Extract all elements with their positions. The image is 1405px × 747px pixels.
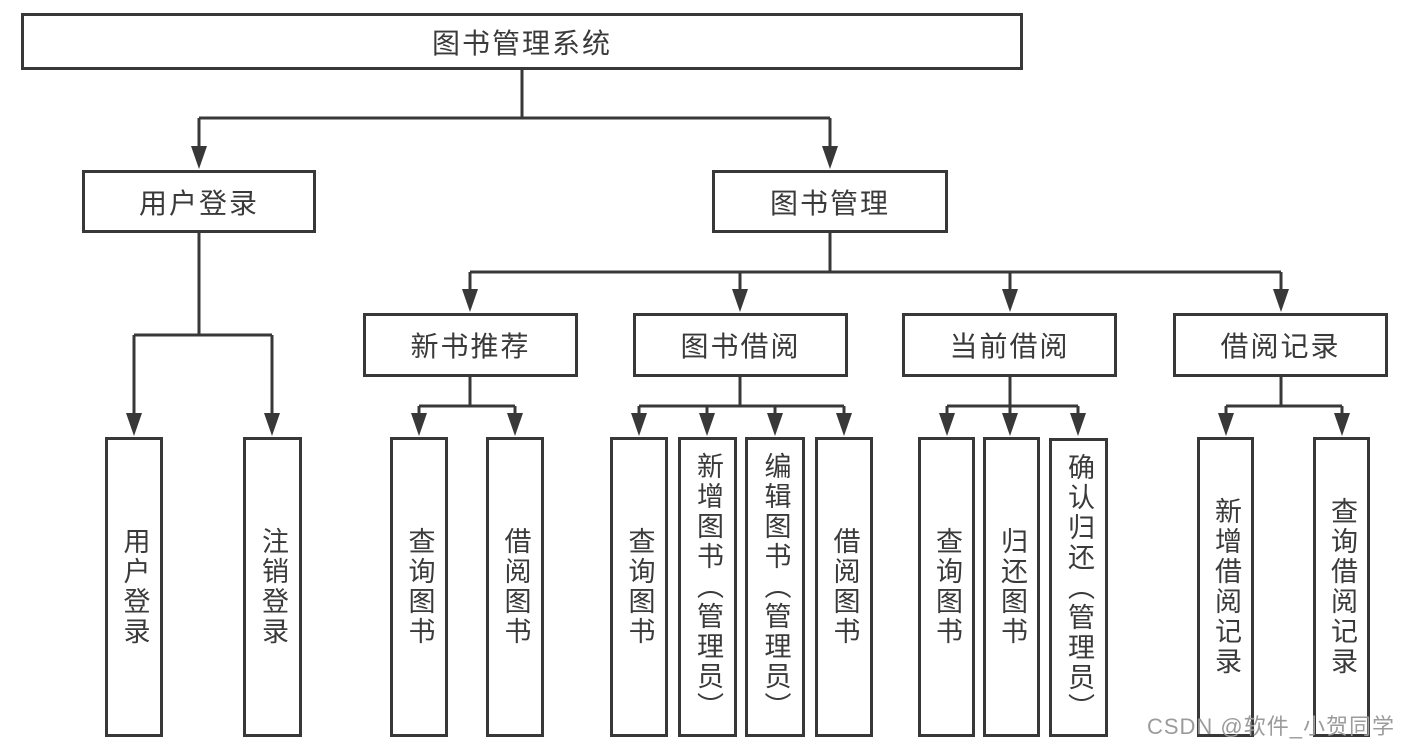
- connector-borrow-records-children: [1218, 377, 1350, 436]
- node-label: 新增借阅记录: [1211, 497, 1241, 677]
- node-new-book-recommend: 新书推荐: [363, 313, 578, 377]
- node-leaf-add-borrow-record: 新增借阅记录: [1197, 437, 1254, 737]
- node-leaf-query-books: 查询图书: [918, 437, 975, 737]
- node-label: 借阅记录: [1220, 331, 1341, 362]
- arrowhead-icon: [1070, 413, 1086, 436]
- node-leaf-confirm-return-admin: 确认归还（管理员）: [1049, 438, 1108, 737]
- arrowhead-icon: [1273, 289, 1289, 312]
- node-label: 注销登录: [258, 527, 288, 647]
- node-leaf-query-borrow-record: 查询借阅记录: [1313, 437, 1370, 737]
- node-label: 当前借阅: [949, 331, 1070, 362]
- connector-new-book-recommend-children: [411, 377, 523, 436]
- node-label: 查询图书: [624, 527, 655, 647]
- node-book-borrow: 图书借阅: [633, 313, 848, 377]
- node-label: 图书借阅: [680, 331, 801, 362]
- node-label: 借阅图书: [829, 527, 860, 647]
- arrowhead-icon: [1218, 413, 1234, 436]
- node-label: 用户登录: [138, 187, 259, 219]
- arrowhead-icon: [507, 413, 523, 436]
- arrowhead-icon: [264, 413, 280, 436]
- node-borrow-records: 借阅记录: [1173, 313, 1388, 377]
- node-leaf-return-book: 归还图书: [983, 437, 1040, 737]
- arrowhead-icon: [126, 413, 142, 436]
- node-label: 查询图书: [404, 527, 435, 647]
- node-label: 新书推荐: [410, 331, 531, 362]
- node-label: 图书管理系统: [431, 27, 612, 59]
- node-label: 图书管理: [769, 187, 890, 219]
- connector-current-borrow-children: [939, 377, 1086, 436]
- connector-book-management-children: [462, 233, 1289, 312]
- connector-book-borrow-children: [631, 377, 852, 436]
- connector-user-login-children: [126, 233, 280, 436]
- node-label: 新增图书（管理员）: [693, 452, 723, 722]
- arrowhead-icon: [836, 413, 852, 436]
- arrowhead-icon: [462, 289, 478, 312]
- arrowhead-icon: [1002, 413, 1018, 436]
- node-user-login: 用户登录: [82, 170, 316, 233]
- node-leaf-edit-book-admin: 编辑图书（管理员）: [745, 437, 805, 737]
- connector-root-to-level2: [191, 70, 838, 169]
- node-leaf-logout: 注销登录: [243, 437, 302, 737]
- node-leaf-query-books: 查询图书: [390, 437, 448, 737]
- arrowhead-icon: [699, 413, 715, 436]
- arrowhead-icon: [767, 413, 783, 436]
- node-book-management: 图书管理: [712, 170, 948, 233]
- node-leaf-borrow-books: 借阅图书: [815, 437, 873, 737]
- arrowhead-icon: [411, 413, 427, 436]
- node-leaf-borrow-books: 借阅图书: [486, 437, 544, 737]
- arrowhead-icon: [631, 413, 647, 436]
- node-current-borrow: 当前借阅: [902, 313, 1117, 377]
- arrowhead-icon: [191, 146, 207, 169]
- arrowhead-icon: [822, 146, 838, 169]
- node-label: 查询图书: [932, 527, 962, 647]
- arrowhead-icon: [939, 413, 955, 436]
- csdn-watermark: CSDN @软件_小贺同学: [1146, 714, 1395, 739]
- arrowhead-icon: [1334, 413, 1350, 436]
- node-leaf-user-login: 用户登录: [105, 437, 163, 737]
- arrowhead-icon: [732, 289, 748, 312]
- node-label: 查询借阅记录: [1327, 497, 1357, 677]
- node-label: 用户登录: [119, 527, 150, 647]
- arrowhead-icon: [1002, 289, 1018, 312]
- node-library-management-system: 图书管理系统: [21, 13, 1023, 70]
- node-label: 确认归还（管理员）: [1064, 452, 1094, 723]
- node-label: 借阅图书: [500, 527, 531, 647]
- node-leaf-add-book-admin: 新增图书（管理员）: [678, 437, 737, 737]
- node-leaf-query-books: 查询图书: [610, 437, 668, 737]
- node-label: 编辑图书（管理员）: [760, 452, 791, 722]
- node-label: 归还图书: [997, 527, 1027, 647]
